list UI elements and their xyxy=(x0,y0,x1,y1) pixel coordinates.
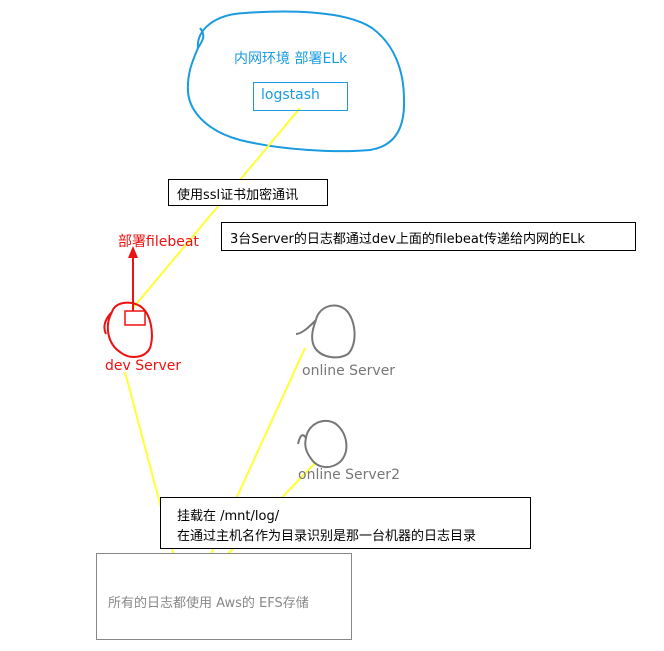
servers-note-text: 3台Server的日志都通过dev上面的filebeat传递给内网的ELk xyxy=(230,232,585,247)
dev-server-shape xyxy=(103,301,153,358)
online-server2-label: online Server2 xyxy=(298,467,400,483)
intranet-cloud-shape xyxy=(186,10,406,153)
filebeat-arrow-head xyxy=(128,246,138,258)
efs-storage-box: 所有的日志都使用 Aws的 EFS存储 xyxy=(96,553,352,640)
link-logstash-to-dev xyxy=(132,107,301,309)
mount-note-line2: 在通过主机名作为目录识别是那一台机器的日志目录 xyxy=(177,529,477,544)
efs-storage-label: 所有的日志都使用 Aws的 EFS存储 xyxy=(108,596,309,611)
online-server2-shape xyxy=(297,419,348,468)
ssl-note-text: 使用ssl证书加密通讯 xyxy=(177,188,299,203)
ssl-note-box: 使用ssl证书加密通讯 xyxy=(168,179,328,206)
online-server-label: online Server xyxy=(302,363,396,379)
filebeat-label: 部署filebeat xyxy=(118,234,199,250)
servers-note-box: 3台Server的日志都通过dev上面的filebeat传递给内网的ELk xyxy=(221,222,636,251)
filebeat-box xyxy=(124,310,146,326)
mount-note-box: 挂载在 /mnt/log/ 在通过主机名作为目录识别是那一台机器的日志目录 xyxy=(160,497,531,549)
logstash-box: logstash xyxy=(253,82,348,111)
mount-note-line1: 挂载在 /mnt/log/ xyxy=(177,509,280,524)
online-server-shape xyxy=(295,304,356,359)
logstash-label: logstash xyxy=(261,87,320,103)
cloud-title: 内网环境 部署ELk xyxy=(234,51,348,67)
dev-server-label: dev Server xyxy=(105,358,182,374)
